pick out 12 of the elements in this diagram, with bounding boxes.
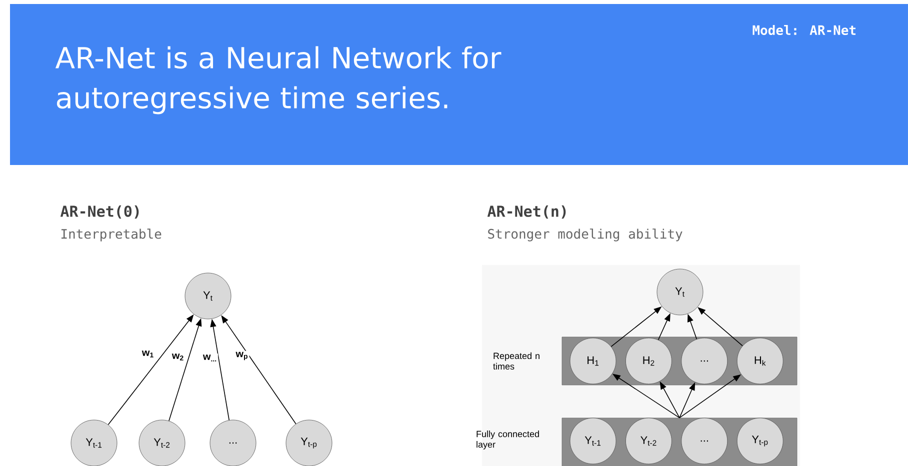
layer-label: Fully connected layer	[476, 430, 539, 450]
weight-label: w$_{2}$	[170, 352, 186, 362]
weight-label: w$_{p}$	[234, 350, 250, 362]
weight-label: w$_{...}$	[202, 354, 218, 362]
layer-label: Repeated n times	[493, 352, 540, 370]
panel-heading: AR-Net(0)	[60, 205, 139, 219]
weight-label: w$_{1}$	[140, 350, 156, 358]
panel-subheading: Stronger modeling ability	[488, 228, 682, 242]
model-tag: Model: AR-Net	[752, 24, 856, 36]
panel-heading: AR-Net(n)	[487, 205, 566, 219]
panel-subheading: Interpretable	[61, 228, 162, 242]
title: AR-Net is a Neural Network for autoregressive time series.	[55, 46, 502, 114]
